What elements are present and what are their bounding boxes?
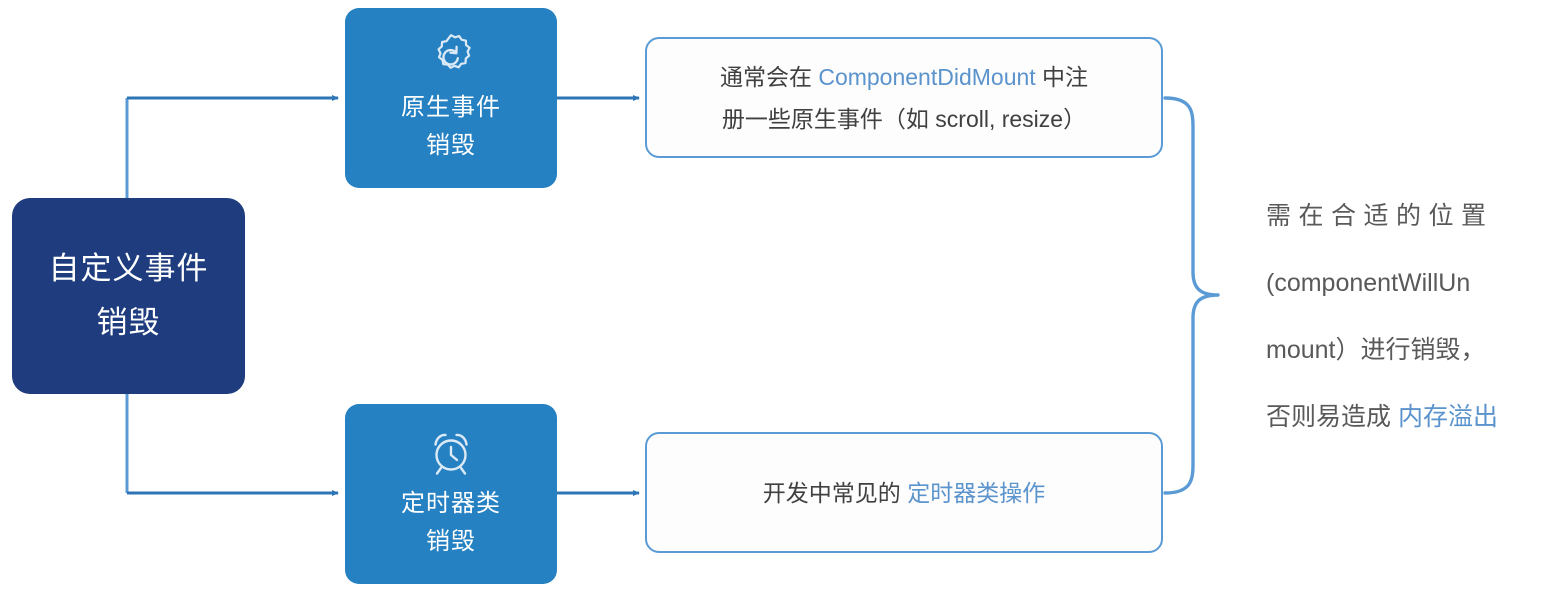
node-root-line-1: 自定义事件 [48, 251, 209, 286]
accent-text: 内存溢出 [1397, 403, 1498, 431]
plain-text: (componentWillUn [1266, 269, 1471, 297]
text-line: 开发中常见的 定时器类操作 [763, 472, 1045, 514]
plain-text: 否则易造成 [1266, 403, 1398, 431]
callout-timer: 开发中常见的 定时器类操作 [645, 432, 1163, 553]
plain-text: 中注 [1035, 63, 1089, 90]
text-line: 册一些原生事件（如 scroll, resize） [722, 98, 1086, 140]
plain-text: 册一些原生事件（如 scroll, resize） [721, 105, 1087, 132]
alarm-clock-icon [434, 433, 468, 475]
accent-text: ComponentDidMount [818, 63, 1036, 90]
text-line: mount）进行销毁， [1266, 317, 1544, 384]
plain-text: 通常会在 [719, 63, 819, 90]
accent-text: 定时器类操作 [907, 479, 1046, 506]
node-root-custom-event-destroy[interactable]: 自定义事件 销毁 [12, 198, 245, 394]
text-line: 否则易造成 内存溢出 [1266, 384, 1544, 451]
text-line: (componentWillUn [1266, 250, 1544, 317]
gear-refresh-icon [437, 34, 471, 69]
node-native-line-2: 销毁 [426, 132, 476, 159]
plain-text: 开发中常见的 [762, 479, 908, 506]
node-native-event-destroy[interactable]: 原生事件 销毁 [345, 8, 557, 188]
node-timer-destroy[interactable]: 定时器类 销毁 [345, 404, 557, 584]
node-native-line-1: 原生事件 [401, 94, 501, 121]
plain-text: mount）进行销毁， [1266, 336, 1486, 364]
summary-text: 需在合适的位置 (componentWillUn mount）进行销毁， 否则易造成 … [1266, 183, 1544, 451]
text-line: 通常会在 ComponentDidMount 中注 [720, 56, 1088, 98]
text-line: 需在合适的位置 [1266, 183, 1544, 250]
callout-native-event: 通常会在 ComponentDidMount 中注册一些原生事件（如 scrol… [645, 37, 1163, 158]
summary-brace [1163, 96, 1220, 495]
node-timer-line-2: 销毁 [426, 528, 476, 555]
node-root-line-2: 销毁 [96, 305, 161, 340]
node-timer-line-1: 定时器类 [401, 490, 501, 517]
plain-text: 需在合适的位置 [1266, 202, 1494, 230]
